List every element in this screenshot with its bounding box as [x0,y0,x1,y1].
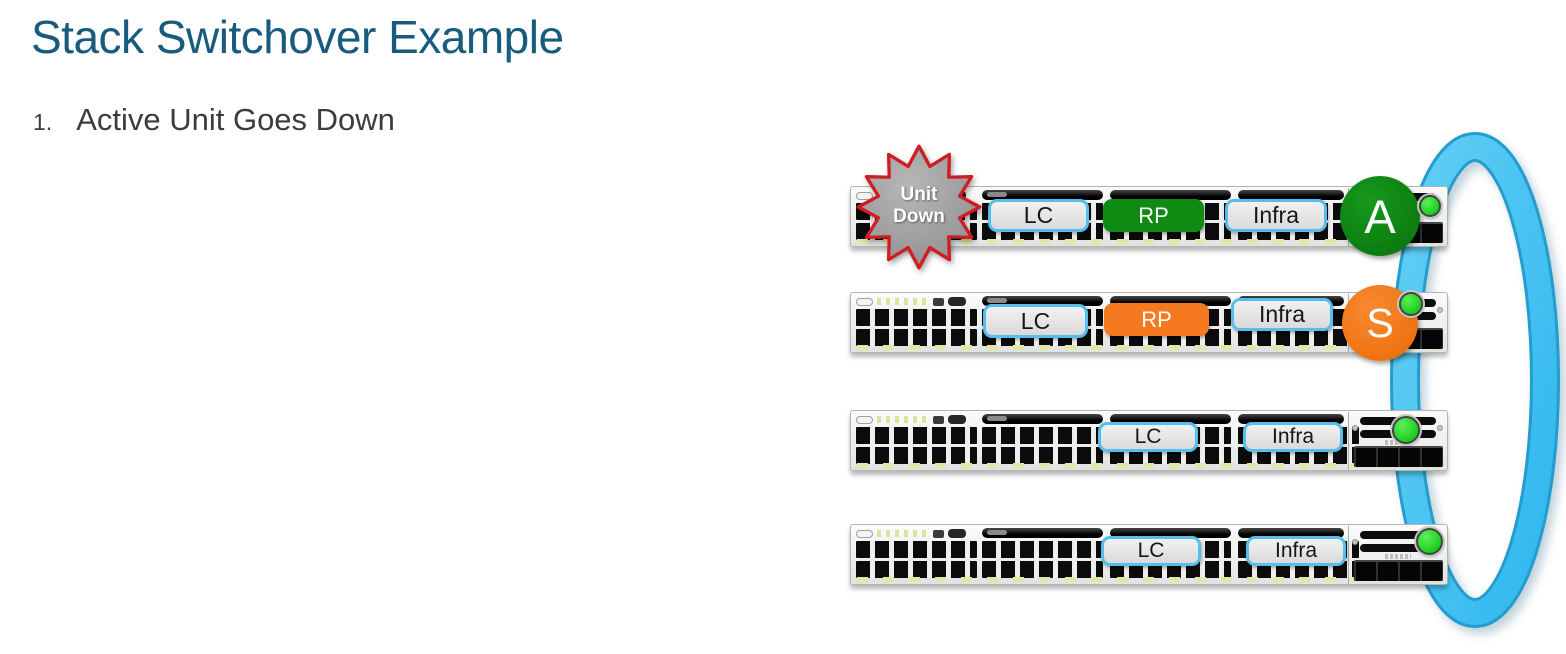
cisco-logo [1385,554,1411,559]
console-port [948,415,966,424]
port-labels [857,345,1441,350]
port-labels [857,463,1441,468]
slide-title: Stack Switchover Example [31,11,564,63]
bezel-bar [982,190,1103,200]
mode-button [856,529,873,538]
unit-down-burst: Unit Down [856,144,982,270]
bezel-bar [1110,414,1231,424]
standby-badge: S [1342,285,1418,361]
bezel-bar [1110,296,1231,306]
status-leds [877,298,929,305]
active-badge: A [1340,176,1420,256]
stack-led [1419,195,1441,217]
bezel-bar [982,296,1103,306]
lc-tag: LC [1098,422,1198,452]
port-labels [857,577,1441,582]
console-port [948,297,966,306]
port-group [856,427,977,464]
switch-2: LC RP Infra S [850,285,1448,361]
mode-button [856,297,873,306]
status-leds [877,530,929,537]
bezel-bar [1238,528,1344,538]
step-text: Active Unit Goes Down [76,102,395,137]
usb-port [933,297,944,306]
mode-button [856,191,873,200]
port-group [856,309,977,346]
infra-tag: Infra [1225,199,1327,232]
port-group [982,541,1103,578]
bezel-bar [982,414,1103,424]
stack-led [1392,416,1420,444]
mode-button [856,415,873,424]
bezel-bar [1110,190,1231,200]
port-group [856,541,977,578]
bezel-bar [982,528,1103,538]
lc-tag: LC [988,199,1089,232]
rp-tag: RP [1104,303,1209,336]
usb-port [933,529,944,538]
lc-tag: LC [983,304,1088,338]
infra-tag: Infra [1231,298,1333,331]
infra-tag: Infra [1246,536,1346,566]
status-leds [877,416,929,423]
sfp-slots [1354,560,1443,581]
bezel-bar [1110,528,1231,538]
starburst-icon [856,144,982,270]
stack-led [1416,528,1443,555]
status-led-strip [856,528,976,539]
port-group [982,427,1103,464]
usb-port [933,415,944,424]
bezel-bar [1238,190,1344,200]
status-led-strip [856,414,976,425]
status-led-strip [856,296,976,307]
switch-3: LC Infra [850,410,1448,471]
infra-tag: Infra [1243,422,1343,452]
switch-4: LC Infra [850,524,1448,585]
stack-led [1399,292,1423,316]
bezel-bar [1238,414,1344,424]
step-number: 1. [33,109,53,135]
rp-tag: RP [1103,199,1204,232]
unit-down-label: Unit Down [893,184,945,227]
lc-tag: LC [1101,536,1201,566]
step-item: 1. Active Unit Goes Down [33,102,395,138]
cisco-logo [1385,440,1411,445]
sfp-slots [1354,446,1443,467]
port-labels [857,239,1441,244]
console-port [948,529,966,538]
